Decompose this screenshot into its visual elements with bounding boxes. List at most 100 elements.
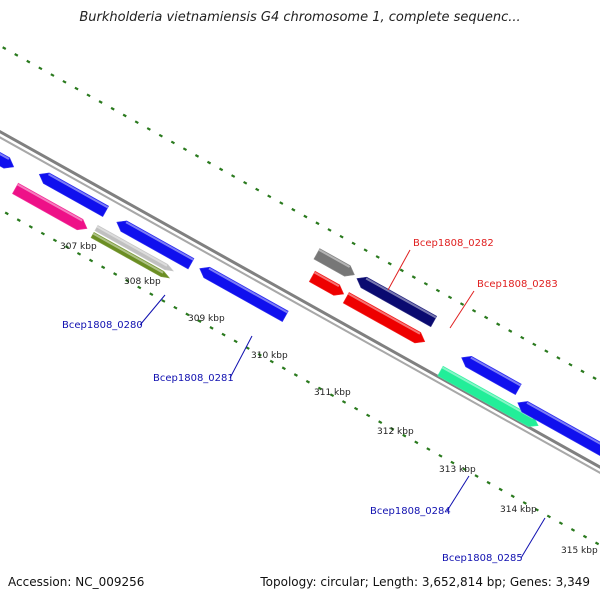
- kbp-label: 308 kbp: [124, 277, 161, 287]
- inner-tick: [76, 251, 82, 256]
- outer-tick: [110, 106, 115, 111]
- feature-blue-b: [116, 220, 195, 270]
- inner-tick: [498, 487, 503, 492]
- inner-tick: [402, 433, 407, 438]
- gene-label-leader: [446, 475, 470, 512]
- outer-tick: [2, 46, 7, 50]
- outer-tick: [122, 113, 127, 118]
- inner-tick: [113, 272, 118, 276]
- inner-tick: [486, 480, 491, 485]
- kbp-label: 307 kbp: [60, 242, 97, 252]
- outer-tick: [279, 201, 284, 205]
- feature-gray-highlight: [318, 249, 351, 268]
- feature-magenta: [12, 182, 88, 231]
- features: [0, 151, 600, 456]
- inner-tick: [426, 447, 431, 451]
- inner-tick: [510, 494, 515, 499]
- outer-tick: [399, 268, 404, 273]
- outer-tick: [435, 288, 441, 293]
- feature-magenta-highlight: [17, 183, 83, 222]
- feature-aqua-highlight: [441, 366, 534, 420]
- map-title: Burkholderia vietnamiensis G4 chromosome…: [79, 10, 521, 25]
- feature-olive-highlight: [92, 232, 164, 274]
- kbp-label: 309 kbp: [188, 314, 225, 324]
- inner-tick: [28, 225, 33, 229]
- outer-tick: [339, 234, 344, 239]
- outer-tick: [62, 79, 67, 84]
- outer-tick: [544, 349, 549, 354]
- inner-tick: [161, 299, 166, 303]
- inner-tick: [125, 278, 130, 283]
- inner-tick: [366, 413, 371, 418]
- feature-blue-a-highlight: [48, 173, 109, 209]
- topology-summary: Topology: circular; Length: 3,652,814 bp…: [260, 575, 590, 589]
- feature-navy: [356, 276, 438, 328]
- gene-label: Bcep1808_0280: [62, 320, 143, 331]
- outer-tick: [592, 376, 597, 380]
- inner-tick: [173, 305, 178, 310]
- tick-marks: [2, 46, 600, 546]
- outer-tick: [182, 147, 188, 151]
- outer-tick: [471, 308, 477, 313]
- inner-tick: [474, 474, 479, 478]
- outer-tick: [170, 140, 175, 145]
- outer-tick: [496, 322, 501, 327]
- inner-tick: [414, 440, 419, 445]
- inner-tick: [341, 400, 347, 404]
- inner-tick: [100, 265, 106, 270]
- inner-tick: [570, 528, 576, 532]
- inner-tick: [546, 514, 551, 519]
- outer-tick: [146, 127, 151, 131]
- inner-tick: [4, 211, 9, 216]
- outer-tick: [231, 174, 236, 178]
- feature-blue-e-highlight: [526, 401, 600, 445]
- inner-tick: [257, 352, 262, 357]
- inner-tick: [245, 346, 250, 350]
- inner-tick: [353, 406, 359, 411]
- outer-tick: [459, 302, 465, 306]
- gene-label: Bcep1808_0284: [370, 506, 451, 517]
- inner-tick: [329, 393, 335, 398]
- outer-tick: [218, 167, 224, 172]
- inner-tick: [64, 245, 70, 249]
- gene-label: Bcep1808_0281: [153, 373, 234, 384]
- outer-tick: [194, 154, 200, 158]
- outer-tick: [580, 369, 585, 374]
- kbp-label: 311 kbp: [314, 388, 351, 398]
- inner-tick: [450, 460, 455, 465]
- kbp-label: 314 kbp: [500, 505, 537, 515]
- outer-tick: [327, 228, 332, 232]
- feature-blue-e: [517, 401, 600, 456]
- feature-blue-a: [38, 172, 110, 218]
- outer-tick: [484, 315, 489, 320]
- outer-tick: [243, 180, 248, 185]
- kbp-label: 313 kbp: [439, 465, 476, 475]
- kbp-label: 312 kbp: [377, 427, 414, 437]
- outer-tick: [86, 93, 91, 98]
- outer-tick: [568, 362, 573, 367]
- gene-label-leader: [139, 294, 166, 326]
- outer-tick: [38, 66, 43, 71]
- outer-tick: [134, 120, 139, 125]
- inner-tick: [185, 312, 190, 317]
- gene-label-leader: [229, 335, 253, 379]
- feature-red-a: [308, 270, 345, 296]
- inner-tick: [594, 541, 600, 546]
- inner-tick: [462, 467, 467, 472]
- feature-gray: [313, 248, 355, 277]
- inner-tick: [88, 258, 94, 263]
- kbp-label: 315 kbp: [561, 546, 598, 556]
- outer-tick: [267, 194, 272, 199]
- inner-tick: [149, 292, 154, 297]
- inner-tick: [317, 386, 323, 391]
- feature-silver-highlight: [96, 225, 168, 267]
- gene-label: Bcep1808_0282: [413, 238, 494, 249]
- outer-tick: [158, 133, 163, 138]
- outer-tick: [375, 255, 380, 259]
- outer-tick: [363, 248, 368, 253]
- feature-blue-d-highlight: [470, 356, 522, 387]
- inner-tick: [305, 379, 311, 384]
- backbone-line-inner: [0, 136, 600, 474]
